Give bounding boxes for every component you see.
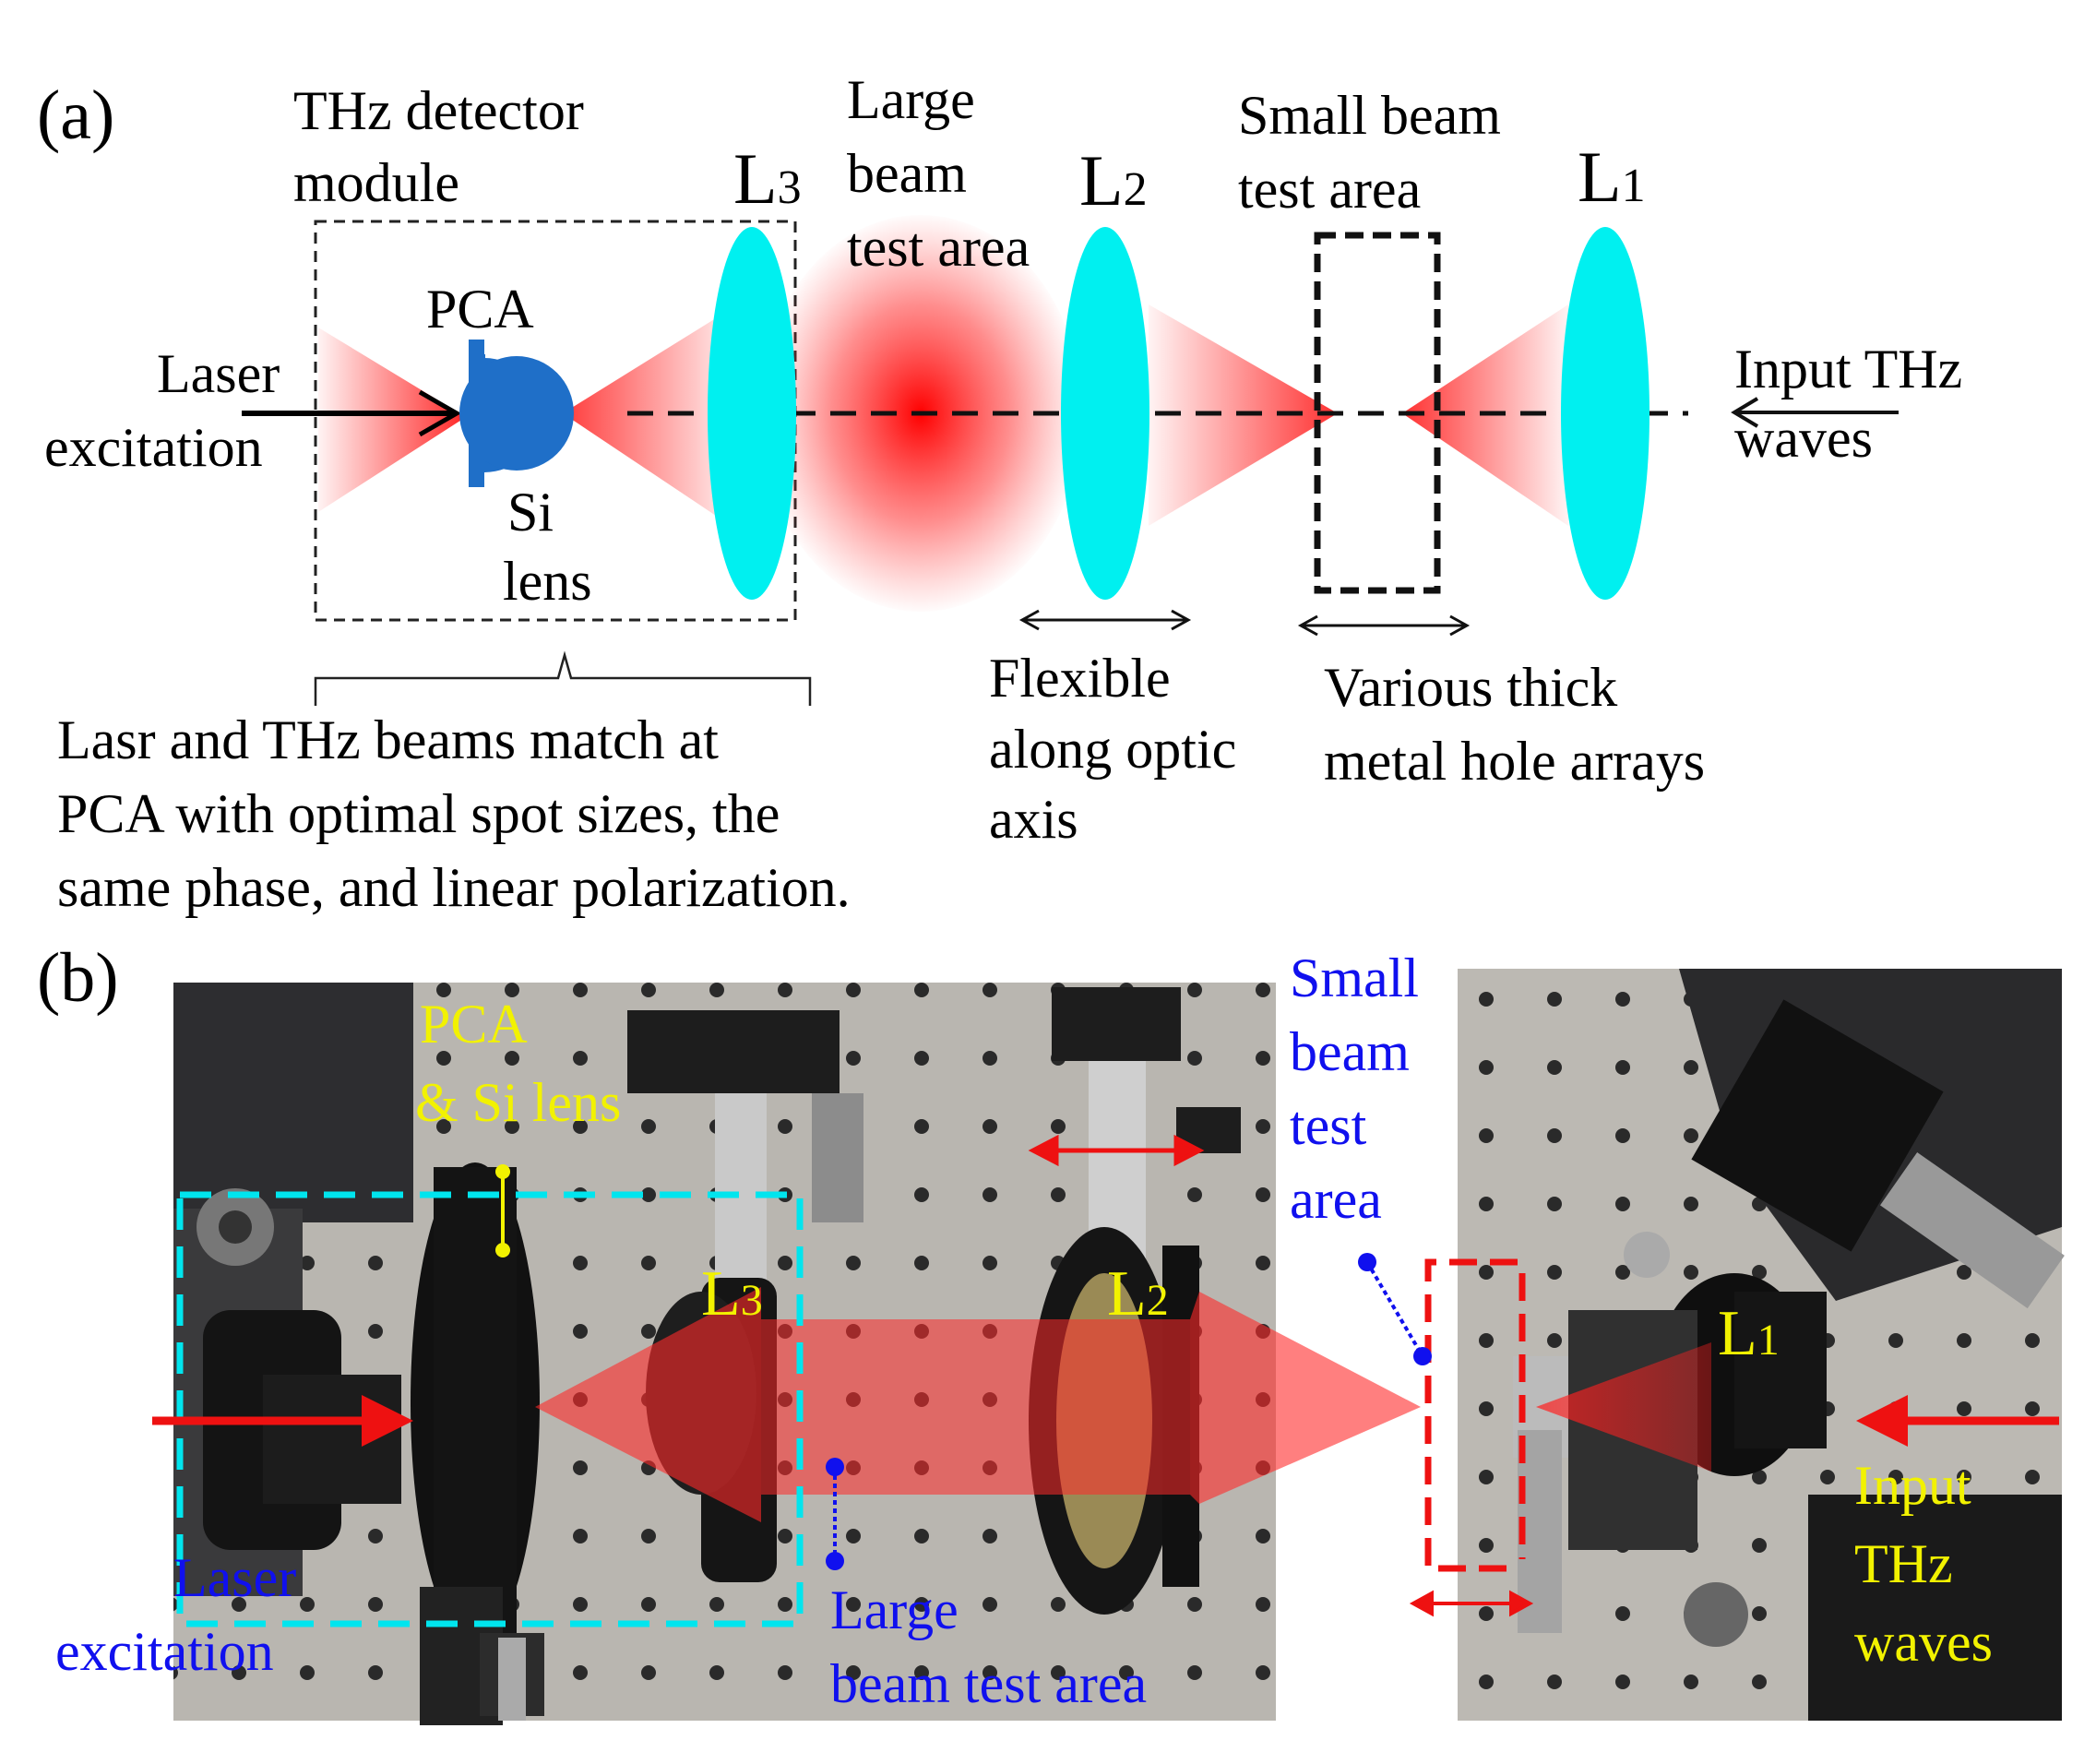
large-beam-photo-label-1: Large bbox=[830, 1579, 959, 1640]
flexible-arrow bbox=[1018, 609, 1192, 631]
flexible-label-3: axis bbox=[989, 789, 1078, 850]
pca-mount bbox=[469, 354, 485, 472]
input-thz-label-2: waves bbox=[1734, 408, 1873, 469]
pca-label: PCA bbox=[426, 279, 534, 340]
input-thz-photo-label-1: Input bbox=[1854, 1455, 1971, 1516]
laser-photo-label-2: excitation bbox=[55, 1621, 274, 1682]
panel-a-label: (a) bbox=[37, 77, 114, 154]
small-beam-photo-label-3: test bbox=[1290, 1095, 1367, 1156]
flexible-label-2: along optic bbox=[989, 719, 1236, 780]
small-beam-label-2: test area bbox=[1238, 159, 1421, 220]
large-beam-label-3: test area bbox=[847, 217, 1030, 278]
large-beam-label-1: Large bbox=[847, 69, 975, 130]
lens-L1 bbox=[1561, 227, 1649, 600]
small-beam-photo-label-1: Small bbox=[1290, 948, 1419, 1008]
lens-L1-label: L1 bbox=[1578, 137, 1646, 217]
lens-L2-photo-label: L2 bbox=[1107, 1258, 1169, 1329]
small-beam-photo-label-2: beam bbox=[1290, 1021, 1410, 1082]
detector-module-photo-box bbox=[176, 1191, 804, 1627]
photo-beam-cone-right bbox=[1190, 1292, 1421, 1504]
laser-input-arrow-photo bbox=[152, 1395, 413, 1447]
thz-cone-pca-l3 bbox=[563, 304, 738, 530]
flexible-label-1: Flexible bbox=[989, 648, 1171, 709]
photo-right bbox=[1458, 969, 2065, 1721]
lens-L2 bbox=[1061, 227, 1149, 600]
detector-module-label-1: THz detector bbox=[293, 80, 584, 141]
detector-module-box bbox=[314, 220, 797, 622]
caption-line-3: same phase, and linear polarization. bbox=[57, 857, 851, 918]
photo-beam-cone-left bbox=[535, 1287, 761, 1522]
l2-motion-arrow-photo bbox=[1028, 1134, 1205, 1167]
lens-L1-photo-label: L1 bbox=[1718, 1298, 1780, 1369]
panel-a: (a) THz detector module PCA Si lens Lase… bbox=[37, 69, 1962, 918]
pca-pointer bbox=[495, 1164, 510, 1257]
large-beam-photo-label-2: beam test area bbox=[830, 1653, 1147, 1714]
various-label-2: metal hole arrays bbox=[1324, 731, 1705, 792]
lens-L3-photo-label: L3 bbox=[701, 1258, 763, 1329]
laser-label: Laser bbox=[157, 343, 280, 404]
excitation-label: excitation bbox=[44, 417, 263, 478]
pca-si-label-2: & Si lens bbox=[415, 1072, 621, 1133]
si-lens-dome bbox=[459, 356, 574, 471]
small-test-area-box bbox=[1314, 232, 1441, 594]
panel-b: (b) bbox=[37, 939, 2065, 1725]
module-brace bbox=[314, 650, 812, 706]
photo-beam-rect bbox=[761, 1319, 1190, 1495]
lens-L2-label: L2 bbox=[1079, 140, 1148, 220]
laser-arrow-head bbox=[418, 389, 462, 437]
lens-L3-label: L3 bbox=[733, 138, 802, 219]
input-thz-arrow-head bbox=[1731, 397, 1759, 428]
laser-photo-label-1: Laser bbox=[173, 1547, 296, 1608]
pca-si-label-1: PCA bbox=[420, 994, 528, 1055]
input-thz-photo-label-3: waves bbox=[1854, 1612, 1993, 1673]
photo-beam-cone-small bbox=[1536, 1342, 1711, 1472]
small-beam-photo-label-4: area bbox=[1290, 1169, 1382, 1230]
caption-line-1: Lasr and THz beams match at bbox=[57, 709, 719, 770]
large-beam-pointer bbox=[826, 1458, 844, 1570]
small-area-motion-arrow-photo bbox=[1409, 1590, 1534, 1617]
various-arrow bbox=[1297, 614, 1471, 637]
input-thz-label-1: Input THz bbox=[1734, 339, 1962, 399]
small-beam-label-1: Small beam bbox=[1238, 85, 1501, 146]
detector-module-label-2: module bbox=[293, 152, 459, 213]
caption-line-2: PCA with optimal spot sizes, the bbox=[57, 783, 780, 844]
thz-input-arrow-photo bbox=[1856, 1395, 2059, 1447]
various-label-1: Various thick bbox=[1324, 657, 1617, 718]
lens-L3 bbox=[708, 227, 796, 600]
small-test-area-photo-box bbox=[1424, 1258, 1518, 1572]
panel-b-label: (b) bbox=[37, 939, 119, 1017]
input-thz-photo-label-2: THz bbox=[1854, 1533, 1953, 1594]
small-beam-pointer bbox=[1358, 1253, 1432, 1365]
laser-cone bbox=[318, 328, 466, 512]
large-beam-label-2: beam bbox=[847, 143, 967, 204]
si-lens-label: lens bbox=[503, 551, 592, 612]
si-label: Si bbox=[507, 482, 554, 542]
